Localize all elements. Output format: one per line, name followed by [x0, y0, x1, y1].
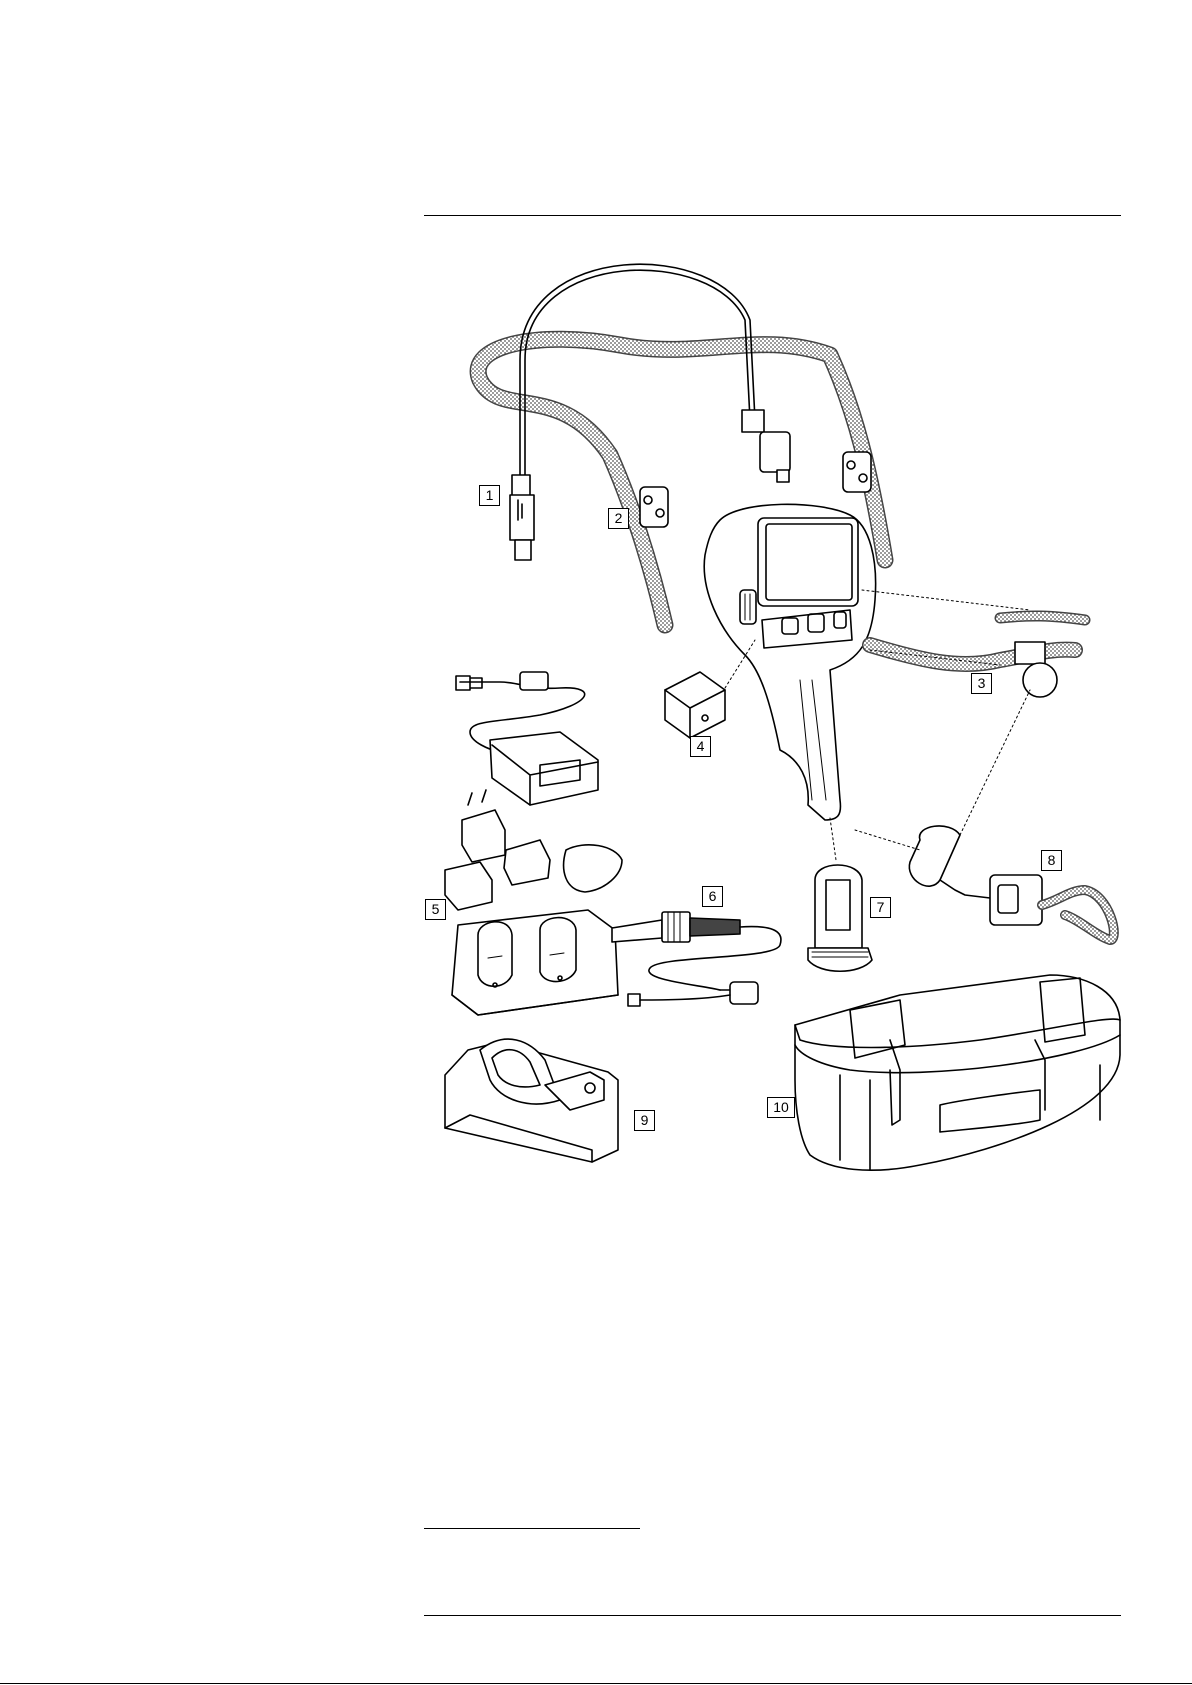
hard-case-illustration — [795, 975, 1120, 1170]
callout-2: 2 — [608, 508, 629, 529]
callout-10: 10 — [767, 1097, 795, 1118]
car-adapter-cable-illustration — [612, 912, 781, 1006]
camera-stand-illustration — [445, 1039, 618, 1162]
callout-4: 4 — [690, 736, 711, 757]
battery-charger-illustration — [452, 910, 618, 1015]
callout-6: 6 — [702, 886, 723, 907]
callout-7: 7 — [870, 897, 891, 918]
thermal-camera-illustration — [704, 504, 875, 820]
lanyard-illustration — [855, 690, 1114, 940]
callout-5: 5 — [425, 899, 446, 920]
callout-3: 3 — [971, 673, 992, 694]
callout-8: 8 — [1041, 850, 1062, 871]
callout-1: 1 — [479, 485, 500, 506]
callout-9: 9 — [634, 1110, 655, 1131]
battery-illustration — [808, 818, 872, 971]
tripod-adapter-illustration — [665, 640, 755, 738]
power-supply-illustration — [445, 672, 622, 910]
